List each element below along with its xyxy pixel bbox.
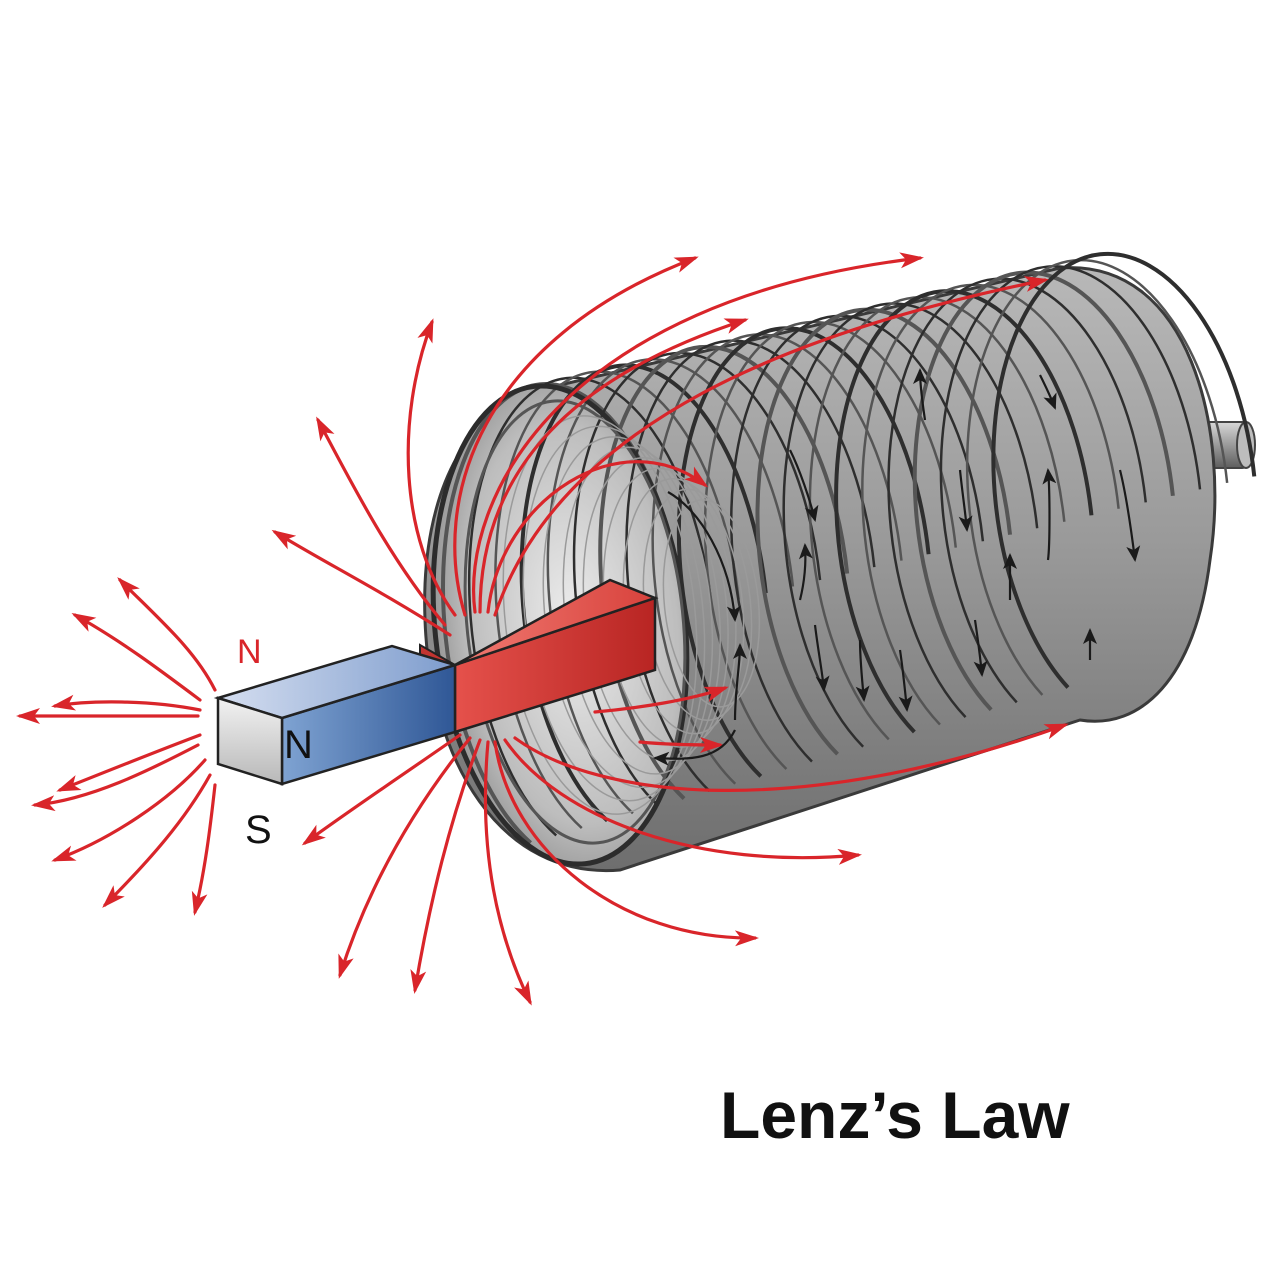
- current-arrow: [732, 643, 747, 721]
- coil-winding: [755, 307, 1015, 789]
- current-arrow: [855, 639, 870, 702]
- current-arrow: [813, 624, 830, 692]
- pole-label-n-face: N: [284, 723, 313, 767]
- coil-winding: [782, 302, 1041, 781]
- coil-winding: [861, 283, 1123, 761]
- coil-inner-ring: [502, 415, 698, 815]
- field-line: [301, 733, 462, 846]
- field-line: [271, 529, 452, 637]
- coil-front-ring-inner: [463, 399, 687, 845]
- field-line: [51, 758, 207, 862]
- field-line: [493, 276, 1049, 617]
- field-line: [410, 738, 482, 994]
- current-arrow: [798, 543, 813, 601]
- field-line: [31, 743, 200, 812]
- current-arrow: [1042, 468, 1057, 561]
- current-arrow: [898, 649, 913, 712]
- field-line: [493, 740, 759, 947]
- field-line: [316, 416, 447, 627]
- field-line: [513, 723, 1069, 792]
- field-line: [191, 783, 217, 916]
- coil-winding: [939, 265, 1204, 741]
- field-line: [406, 318, 457, 617]
- field-line: [56, 733, 202, 792]
- current-arrow: [913, 368, 928, 421]
- field-line: [486, 460, 709, 614]
- pole-label-s: S: [245, 808, 272, 852]
- pole-label-n-outer: N: [237, 633, 262, 671]
- current-arrow: [789, 449, 819, 522]
- field-line: [593, 686, 729, 714]
- coil-winding: [651, 333, 906, 814]
- field-line: [503, 738, 862, 865]
- current-arrow: [1118, 469, 1141, 562]
- field-line: [102, 773, 212, 908]
- induced-current-arrows: [653, 368, 1141, 766]
- field-line: [478, 318, 749, 614]
- magnetic-field-lines: [16, 252, 1069, 1006]
- current-arrow: [973, 619, 988, 677]
- diagram-title: Lenz’s Law: [720, 1078, 1070, 1152]
- field-line: [483, 740, 532, 1006]
- coil-front-ring: [430, 383, 690, 867]
- coil-winding: [991, 251, 1259, 729]
- field-line: [51, 694, 202, 712]
- field-line: [338, 736, 472, 979]
- coil-winding: [912, 270, 1178, 749]
- current-arrow: [653, 729, 736, 766]
- current-arrow: [958, 469, 973, 532]
- field-line: [638, 736, 724, 753]
- coil-inner-ring: [662, 498, 761, 708]
- bar-magnet-icon: [213, 578, 659, 786]
- field-line: [472, 252, 924, 614]
- field-line: [453, 256, 699, 617]
- coil-winding: [834, 289, 1096, 769]
- field-line: [117, 577, 217, 692]
- field-line: [71, 613, 202, 702]
- coil-winding: [730, 314, 987, 794]
- coil-inner-ring: [522, 425, 706, 802]
- current-arrow: [667, 491, 741, 622]
- current-arrow: [1039, 374, 1057, 410]
- coil-winding: [703, 320, 960, 801]
